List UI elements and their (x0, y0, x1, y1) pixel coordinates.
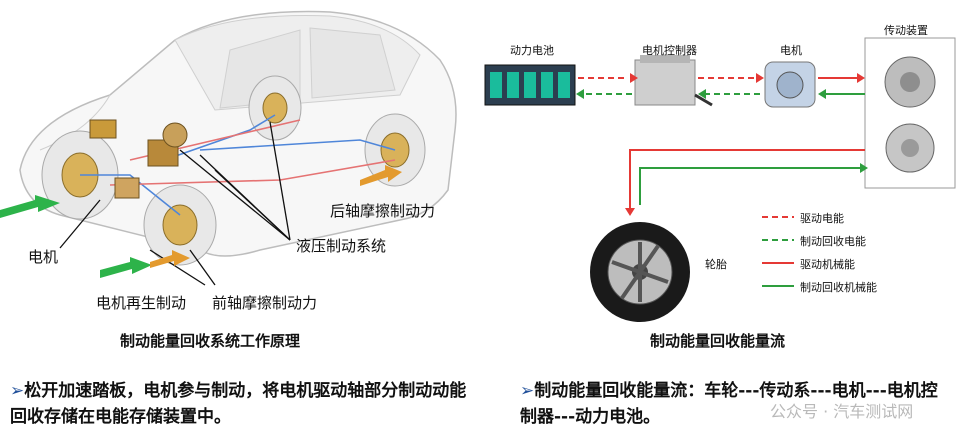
label-tire: 轮胎 (705, 258, 727, 271)
label-motor-left: 电机 (28, 248, 59, 266)
legend-lines (762, 216, 794, 287)
right-caption: 制动能量回收能量流 (650, 332, 786, 350)
brake-booster (162, 122, 188, 148)
flow-arrows (576, 73, 868, 216)
rear-friction-arrow (360, 165, 402, 186)
regen-arrow-bottom (100, 257, 152, 278)
front-friction-arrow (150, 250, 190, 268)
label-motor-regen: 电机再生制动 (96, 294, 187, 312)
controller-image (634, 55, 713, 107)
battery-component (89, 119, 117, 139)
front-right-wheel (143, 184, 217, 266)
bullet-arrow-icon-right: ➢ (520, 381, 535, 401)
energy-flow-diagram (484, 37, 956, 322)
leader-lines (59, 121, 291, 286)
right-bullet: ➢制动能量回收能量流：车轮---传动系---电机---电机控制器---动力电池。 (520, 378, 950, 430)
left-bullet-text: 松开加速踏板，电机参与制动，将电机驱动轴部分制动动能回收存储在电能存储装置中。 (10, 381, 467, 427)
legend-item-drive-mechanical: 驱动机械能 (800, 258, 855, 271)
watermark: 公众号 · 汽车测试网 (770, 402, 914, 421)
label-motor-right: 电机 (780, 44, 802, 57)
motor-component (114, 177, 140, 199)
label-hydraulic: 液压制动系统 (296, 237, 387, 255)
label-controller: 电机控制器 (642, 44, 697, 57)
label-battery: 动力电池 (510, 44, 554, 57)
motor-image (764, 61, 816, 108)
label-front-friction: 前轴摩擦制动力 (212, 294, 318, 312)
battery-image (484, 64, 576, 106)
legend-item-drive-electric: 驱动电能 (800, 212, 844, 225)
label-rear-friction: 后轴摩擦制动力 (330, 202, 436, 220)
regen-arrow-left (0, 195, 60, 218)
bullet-arrow-icon: ➢ (10, 381, 25, 401)
legend-item-regen-mechanical: 制动回收机械能 (800, 281, 877, 294)
left-bullet: ➢松开加速踏板，电机参与制动，将电机驱动轴部分制动动能回收存储在电能存储装置中。 (10, 378, 475, 430)
car-illustration (0, 10, 457, 286)
transmission-box (864, 37, 956, 189)
label-transmission: 传动装置 (884, 24, 928, 37)
tire-image (590, 222, 690, 322)
left-caption: 制动能量回收系统工作原理 (120, 332, 301, 350)
legend-item-regen-electric: 制动回收电能 (800, 235, 866, 248)
right-bullet-text: 制动能量回收能量流：车轮---传动系---电机---电机控制器---动力电池。 (520, 381, 938, 427)
rear-left-wheel (248, 75, 302, 141)
